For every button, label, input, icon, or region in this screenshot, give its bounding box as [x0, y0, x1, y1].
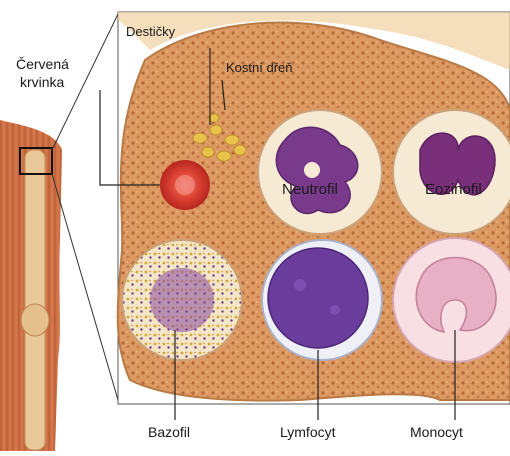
neutrofil-cell — [258, 110, 382, 234]
label-lymfocyt: Lymfocyt — [280, 424, 336, 440]
eozinofil-cell — [393, 110, 510, 234]
leg-illustration — [0, 120, 62, 451]
label-cervena: Červená — [16, 56, 69, 72]
label-krvinka: krvinka — [20, 74, 64, 90]
red-blood-cell — [160, 160, 210, 210]
label-eozinofil: Eozinofil — [425, 182, 482, 198]
monocyt-cell — [393, 238, 510, 362]
label-bazofil: Bazofil — [148, 424, 190, 440]
label-desticky: Destičky — [126, 24, 175, 40]
bazofil-cell — [122, 240, 242, 360]
lymfocyt-cell — [262, 240, 382, 360]
label-monocyt: Monocyt — [410, 424, 463, 440]
label-kostni-dren: Kostní dřeň — [226, 60, 293, 76]
zoom-line-bottom — [52, 174, 118, 400]
label-neutrofil: Neutrofil — [282, 182, 338, 198]
